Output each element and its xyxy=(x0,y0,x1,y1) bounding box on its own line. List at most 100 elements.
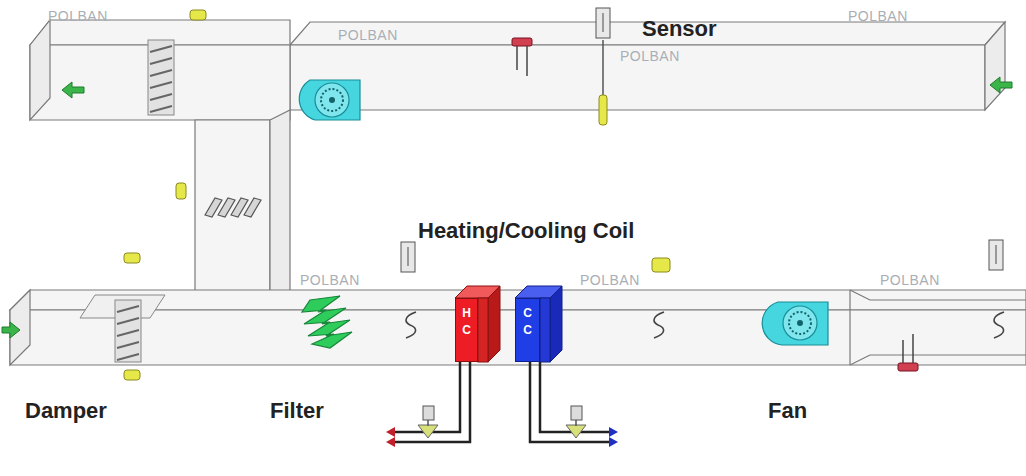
rect-shape xyxy=(115,300,141,362)
circle-shape xyxy=(797,320,803,326)
polygon-shape xyxy=(609,427,618,437)
rect-shape xyxy=(423,406,434,420)
path-shape xyxy=(654,312,664,338)
line-shape xyxy=(902,340,904,363)
rect-shape xyxy=(512,38,532,46)
duct-work xyxy=(10,20,1026,365)
path-shape xyxy=(244,198,261,217)
coil-bodies xyxy=(455,286,562,362)
line-shape xyxy=(602,13,604,32)
heating-coil: H C xyxy=(455,298,478,362)
mixing-damper xyxy=(205,198,261,217)
polygon-shape xyxy=(386,427,395,437)
rect-shape xyxy=(540,298,550,362)
path-shape xyxy=(530,362,612,442)
supply-fan xyxy=(762,302,828,345)
rect-shape xyxy=(652,258,670,272)
line-shape xyxy=(602,40,604,95)
path-shape xyxy=(392,362,470,442)
rect-shape xyxy=(401,242,415,272)
polygon-shape xyxy=(985,22,1005,110)
filter xyxy=(302,296,352,348)
line-shape xyxy=(526,46,528,76)
part-label: Filter xyxy=(270,398,324,424)
watermark: POLBAN xyxy=(620,48,680,64)
line-shape xyxy=(870,354,1026,355)
coil-letter: C C xyxy=(522,305,534,339)
path-shape xyxy=(299,80,360,120)
polygon-shape xyxy=(270,110,290,300)
rect-shape xyxy=(478,298,488,362)
outside-air-damper xyxy=(80,295,165,362)
polygon-shape xyxy=(550,286,562,362)
rect-shape xyxy=(124,253,140,263)
pipe-arrows xyxy=(386,427,618,447)
polygon-shape xyxy=(195,120,270,300)
line-shape xyxy=(849,290,850,365)
polygon-shape xyxy=(2,322,20,338)
coil-letter: H C xyxy=(461,305,473,339)
path-shape xyxy=(117,306,139,360)
path-shape xyxy=(762,302,828,345)
polygon-shape xyxy=(62,82,84,98)
part-label: Damper xyxy=(25,398,107,424)
coil-piping xyxy=(392,362,612,442)
line-shape xyxy=(427,420,429,426)
watermark: POLBAN xyxy=(300,272,360,288)
path-shape xyxy=(150,46,172,112)
rect-shape xyxy=(124,370,140,380)
part-label: Sensor xyxy=(642,16,717,42)
circle-shape xyxy=(321,89,343,111)
watermark: POLBAN xyxy=(848,8,908,24)
polygon-shape xyxy=(30,20,50,120)
line-shape xyxy=(575,420,577,426)
circle-shape xyxy=(329,97,335,103)
polygon-shape xyxy=(566,425,586,438)
polygon-shape xyxy=(290,45,985,110)
path-shape xyxy=(540,362,612,432)
watermark: POLBAN xyxy=(880,272,940,288)
line-shape xyxy=(407,247,409,266)
rect-shape xyxy=(898,363,918,371)
polygon-shape xyxy=(990,77,1012,93)
watermark: POLBAN xyxy=(338,27,398,43)
control-valves xyxy=(418,406,586,438)
part-label: Heating/Cooling Coil xyxy=(418,218,634,244)
circle-shape xyxy=(783,306,817,340)
line-shape xyxy=(912,334,914,363)
watermark: POLBAN xyxy=(48,8,108,24)
exhaust-damper xyxy=(148,40,174,115)
rect-shape xyxy=(599,95,607,125)
rect-shape xyxy=(989,240,1003,270)
rect-shape xyxy=(596,8,610,38)
line-shape xyxy=(516,46,518,70)
air-sensor-probes xyxy=(406,312,1004,338)
air-flow-arrows xyxy=(2,77,1012,338)
sensors xyxy=(401,8,1003,272)
return-fan xyxy=(299,80,360,120)
part-label: Fan xyxy=(768,398,807,424)
path-shape xyxy=(392,362,460,432)
circle-shape xyxy=(315,83,349,117)
polygon-shape xyxy=(609,437,618,447)
polygon-shape xyxy=(488,286,500,362)
line-shape xyxy=(850,290,870,300)
rect-shape xyxy=(176,183,186,199)
polygon-shape xyxy=(386,437,395,447)
rect-shape xyxy=(571,406,582,420)
line-shape xyxy=(995,245,997,264)
humidifier-nozzles xyxy=(512,38,918,371)
line-shape xyxy=(850,355,870,365)
line-shape xyxy=(870,299,1026,300)
rect-shape xyxy=(190,10,206,20)
watermark: POLBAN xyxy=(580,272,640,288)
path-shape xyxy=(406,312,416,338)
circle-shape xyxy=(789,312,811,334)
polygon-shape xyxy=(418,425,438,438)
path-shape xyxy=(302,296,352,348)
path-shape xyxy=(994,312,1004,338)
rect-shape xyxy=(148,40,174,115)
cooling-coil: C C xyxy=(515,298,540,362)
damper-actuators xyxy=(124,10,670,380)
